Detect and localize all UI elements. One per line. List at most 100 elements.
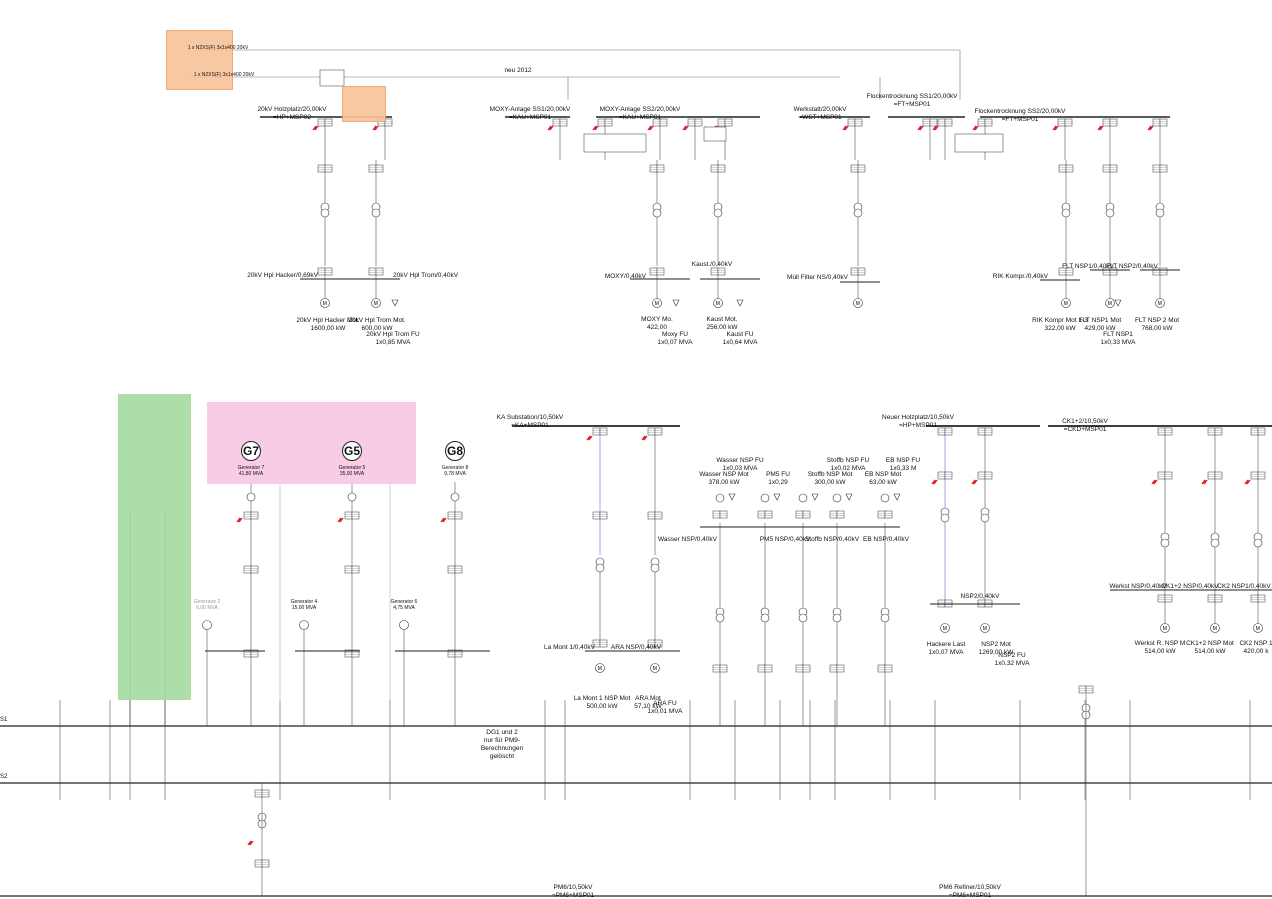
motor-icon <box>595 663 605 673</box>
feeder-relay-box <box>977 427 986 436</box>
motor-icon <box>1210 623 1220 633</box>
transformer-icon <box>1061 208 1071 218</box>
feeder-relay-box <box>1257 427 1266 436</box>
feeder-relay-box <box>654 511 663 520</box>
fault-marker-icon <box>917 125 924 131</box>
generator-g8-symbol[interactable]: G8 <box>445 441 465 461</box>
feeder-relay-box <box>1250 594 1259 603</box>
motor-letter-icon: M <box>716 301 720 307</box>
feeder-relay-box <box>250 511 259 520</box>
feeder-relay-box <box>850 164 859 173</box>
feeder-relay-box <box>1102 118 1111 127</box>
generator-g8-label: Generator 8 9,78 MVA <box>441 465 469 477</box>
feeder-relay-box <box>802 664 811 673</box>
feeder-relay-box <box>687 118 696 127</box>
feeder-relay-box <box>847 118 856 127</box>
load-arrow-icon <box>1114 299 1122 307</box>
fault-marker-icon <box>1151 479 1158 485</box>
feeder-relay-box <box>829 664 838 673</box>
feeder-relay-box <box>929 118 938 127</box>
feeder-relay-box <box>375 164 384 173</box>
feeder-relay-box <box>710 267 719 276</box>
load-wasser-mot: Wasser NSP Mot 378,00 kW <box>699 471 749 486</box>
generator-g5-label: Generator 5 35,00 MVA <box>338 465 366 477</box>
feeder-relay-box <box>1164 471 1173 480</box>
fault-marker-icon <box>971 479 978 485</box>
transformer-icon <box>853 208 863 218</box>
load-ara-fu: ARA FU 1x0,01 MVA <box>647 700 683 715</box>
fault-marker-icon <box>592 125 599 131</box>
dg-note: DG1 und 2 nur für PM9- Berechnungen gelö… <box>480 729 524 760</box>
load-werkst-mot: Werkst R. NSP M 514,00 kW <box>1134 640 1186 655</box>
feeder-relay-box <box>324 118 333 127</box>
transformer-icon <box>798 613 808 623</box>
load-stoffb-mot: Stoffb NSP Mot 300,00 kW <box>807 471 853 486</box>
load-moxy-mo: MOXY Mo. 422,00 <box>641 316 673 331</box>
transformer-icon <box>652 208 662 218</box>
motor-icon <box>832 493 842 503</box>
lv-bus-la-mont: La Mont 1/0,40kV <box>544 644 595 651</box>
fault-marker-icon <box>236 517 243 523</box>
feeder-relay-box <box>795 664 804 673</box>
transformer-icon <box>713 208 723 218</box>
load-wasser-fu: Wasser NSP FU 1x0,03 MVA <box>716 457 764 472</box>
motor-letter-icon: M <box>1158 301 1162 307</box>
feeder-relay-box <box>724 118 733 127</box>
generator-small-icon <box>202 620 212 630</box>
generator-small-icon <box>299 620 309 630</box>
load-arrow-icon <box>845 493 853 501</box>
zone-orange-holzplatz <box>342 86 386 122</box>
feeder-relay-box <box>1159 118 1168 127</box>
feeder-relay-box <box>1214 594 1223 603</box>
motor-icon <box>880 493 890 503</box>
motor-icon <box>1160 623 1170 633</box>
motor-icon <box>1105 298 1115 308</box>
load-rik-mot: RIK Kompr Mot 1-3 322,00 kW <box>1032 317 1088 332</box>
cable-label-2: 1 x N2XS(F) 3x1x400 20kV <box>193 72 255 78</box>
feeder-relay-box <box>1164 427 1173 436</box>
feeder-relay-box <box>1250 427 1259 436</box>
lv-bus-nsp2: NSP2/0,40kV <box>960 593 1000 600</box>
fault-marker-icon <box>586 435 593 441</box>
generator-6-label: Generator 6 4,75 MVA <box>390 599 418 611</box>
lv-bus-muell: Müll Filter NS/0,40kV <box>786 274 848 281</box>
feeder-relay-box <box>884 664 893 673</box>
transformer-icon <box>1155 208 1165 218</box>
lv-bus-rik: RIK Kompr./0,40kV <box>992 273 1048 280</box>
fault-marker-icon <box>641 435 648 441</box>
motor-icon <box>713 298 723 308</box>
generator-g5-symbol[interactable]: G5 <box>342 441 362 461</box>
feeder-relay-box <box>1159 164 1168 173</box>
motor-icon <box>940 623 950 633</box>
feeder-relay-box <box>447 511 456 520</box>
generator-g7-symbol[interactable]: G7 <box>241 441 261 461</box>
lv-bus-wasser: Wasser NSP/0,40kV <box>657 536 717 543</box>
feeder-relay-box <box>1109 118 1118 127</box>
busbar-moxy2-title: MOXY-Anlage SS2/20,00kV=KAU+MSP01 <box>599 106 681 121</box>
relay-box <box>319 69 345 87</box>
motor-icon <box>1253 623 1263 633</box>
feeder-relay-box <box>1257 594 1266 603</box>
transformer-icon <box>715 613 725 623</box>
motor-icon <box>760 493 770 503</box>
feeder-relay-box <box>944 118 953 127</box>
generator-g7-label: Generator 7 41,80 MVA <box>237 465 265 477</box>
feeder-relay-box <box>802 510 811 519</box>
load-arrow-icon <box>773 493 781 501</box>
load-ara-mot: ARA Mot 57,10 kW <box>634 695 662 710</box>
busbar-ka-title: KA Substation/10,50kV=KA+MSP01 <box>496 414 564 429</box>
feeder-relay-box <box>599 427 608 436</box>
feeder-relay-box <box>344 511 353 520</box>
feeder-relay-box <box>647 511 656 520</box>
feeder-relay-box <box>592 511 601 520</box>
motor-letter-icon: M <box>374 301 378 307</box>
feeder-relay-box <box>757 664 766 673</box>
transformer-icon <box>1105 208 1115 218</box>
feeder-relay-box <box>854 118 863 127</box>
switch-box <box>703 126 727 142</box>
load-la-mont-mot: La Mont 1 NSP Mot 500,00 kW <box>573 695 631 710</box>
generator-small-icon <box>347 492 357 502</box>
feeder-relay-box <box>712 664 721 673</box>
feeder-relay-box <box>654 639 663 648</box>
feeder-relay-box <box>368 267 377 276</box>
